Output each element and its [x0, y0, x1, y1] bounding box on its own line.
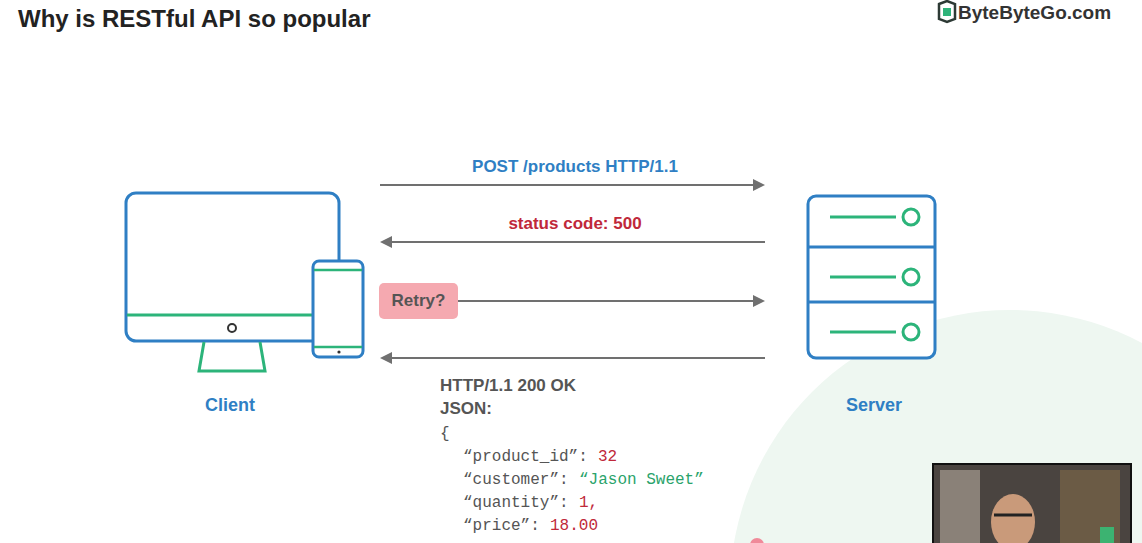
- phone-frame: [313, 261, 363, 357]
- webcam-badge: [1100, 527, 1114, 543]
- monitor-button: [228, 324, 236, 332]
- arrow-label: status code: 500: [508, 214, 641, 234]
- logo-icon: [939, 1, 955, 22]
- format-label: JSON:: [440, 399, 492, 419]
- server-light: [903, 269, 919, 285]
- server-illustration: [808, 196, 935, 358]
- webcam-glasses: [994, 514, 1032, 517]
- brand-logo-text: ByteByteGo.com: [958, 2, 1111, 24]
- client-node: Client: [122, 188, 380, 420]
- node-label: Client: [205, 395, 255, 416]
- json-key: “product_id”:: [463, 448, 588, 466]
- arrow-line: [458, 300, 755, 302]
- server-slot: [830, 216, 896, 219]
- arrow-line: [390, 357, 765, 359]
- logo-mark: [943, 8, 951, 16]
- server-light: [903, 324, 919, 340]
- monitor-stand: [199, 342, 265, 371]
- json-value: 32: [598, 448, 617, 466]
- server-slot: [830, 276, 896, 279]
- message-arrow: [380, 179, 765, 191]
- monitor-bezel: [127, 314, 338, 317]
- json-key: “quantity”:: [463, 494, 569, 512]
- json-key: “price”:: [463, 517, 540, 535]
- json-value: 18.00: [550, 517, 598, 535]
- arrow-head: [753, 179, 765, 191]
- phone-button: [337, 350, 340, 353]
- diagram-title: Why is RESTful API so popular: [18, 5, 370, 33]
- webcam-wall: [940, 470, 980, 543]
- node-label: Server: [846, 395, 902, 416]
- server-slot: [830, 331, 896, 334]
- retry-box: Retry?: [379, 283, 458, 319]
- server-light: [903, 209, 919, 225]
- webcam-thumbnail: [933, 464, 1131, 543]
- arrow-head: [380, 352, 392, 364]
- json-value: 1,: [579, 494, 598, 512]
- box-label: Retry?: [392, 291, 446, 311]
- monitor-frame: [126, 193, 339, 341]
- json-key: “customer”:: [463, 471, 569, 489]
- arrow-label: HTTP/1.1 200 OK: [440, 376, 576, 396]
- server-divider: [808, 246, 935, 249]
- message-arrow: [458, 295, 765, 307]
- logo-shape: [939, 1, 955, 22]
- code-brace: {: [440, 425, 450, 443]
- server-node: Server: [765, 192, 940, 420]
- message-arrow: [380, 352, 765, 364]
- phone-top-line: [314, 269, 362, 272]
- phone-bottom-line: [314, 346, 362, 349]
- arrow-head: [753, 295, 765, 307]
- server-divider: [808, 301, 935, 304]
- client-illustration: [126, 193, 363, 371]
- json-value: “Jason Sweet”: [579, 471, 704, 489]
- webcam-shelf: [1060, 470, 1120, 543]
- arrow-head: [380, 236, 392, 248]
- arrow-line: [380, 184, 755, 186]
- arrow-label: POST /products HTTP/1.1: [472, 157, 678, 177]
- server-frame: [808, 196, 935, 358]
- pointer-dot: [750, 538, 764, 543]
- message-arrow: [380, 236, 765, 248]
- arrow-line: [390, 241, 765, 243]
- webcam-face: [991, 494, 1035, 543]
